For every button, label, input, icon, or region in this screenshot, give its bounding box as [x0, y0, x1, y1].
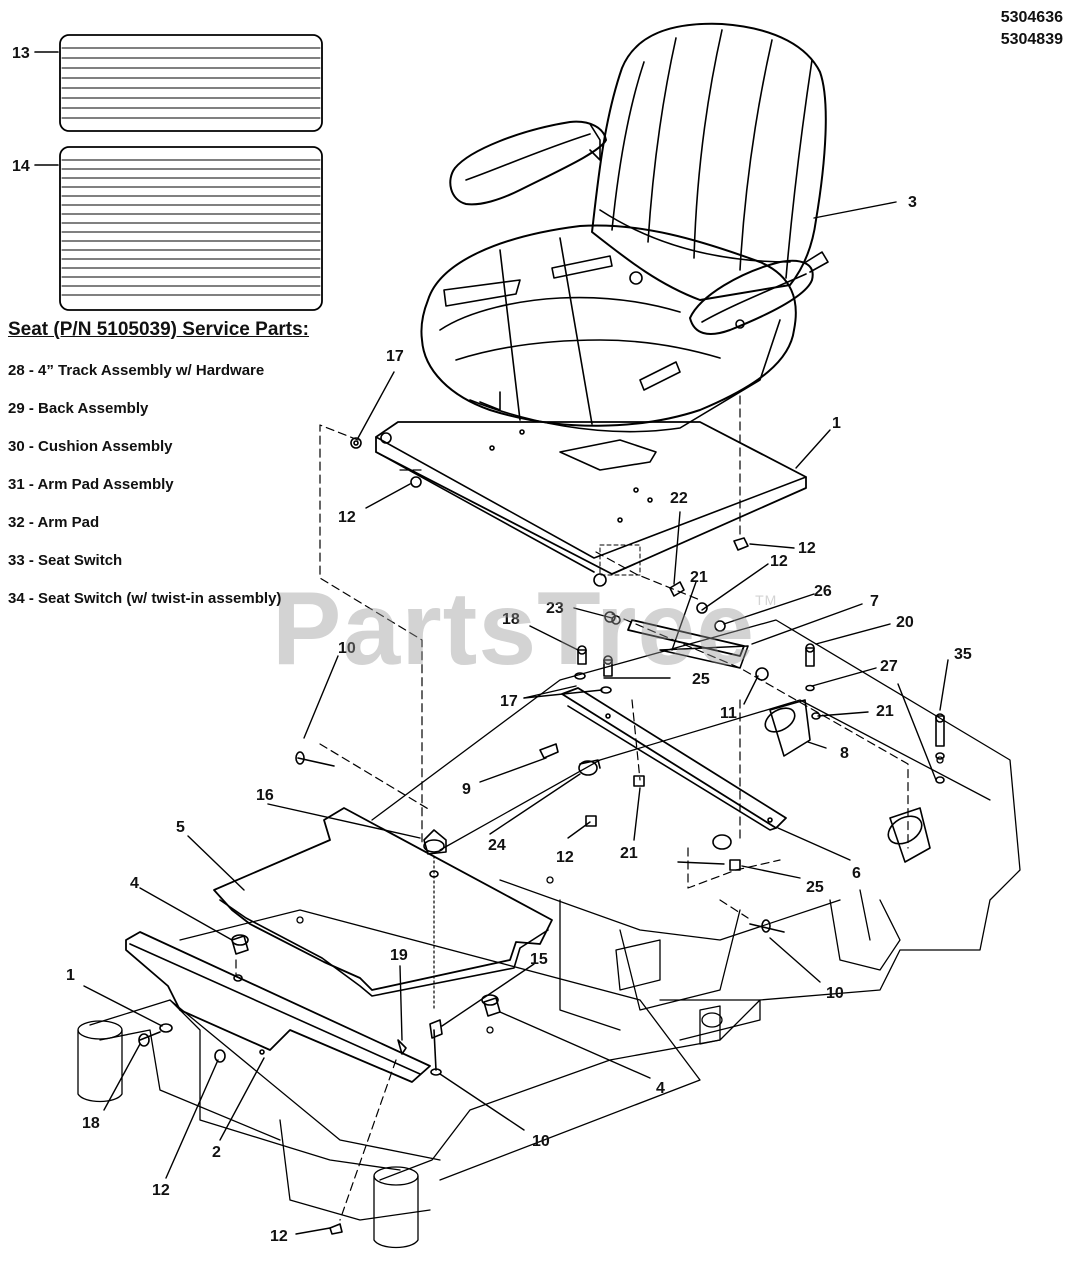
callout-23: 23: [546, 600, 564, 617]
callout-10b: 10: [826, 985, 844, 1002]
callout-7: 7: [870, 593, 879, 610]
service-part-item: 32 - Arm Pad: [8, 514, 100, 531]
hardware: [138, 437, 945, 1235]
callout-21a: 21: [690, 569, 708, 586]
assembly-lines: [235, 395, 909, 1221]
callout-22: 22: [670, 490, 688, 507]
callout-1a: 1: [832, 415, 841, 432]
foot-plate: [213, 807, 553, 997]
callout-6: 6: [852, 865, 861, 882]
callout-27: 27: [880, 658, 898, 675]
leader-lines: [83, 201, 949, 1235]
callout-4a: 4: [130, 875, 139, 892]
callout-35: 35: [954, 646, 972, 663]
callout-5: 5: [176, 819, 185, 836]
callout-24: 24: [488, 837, 506, 854]
callout-12b: 12: [798, 540, 816, 557]
seat-assembly: [420, 22, 829, 433]
callout-12c: 12: [770, 553, 788, 570]
callout-10a: 10: [338, 640, 356, 657]
callout-12f: 12: [270, 1228, 288, 1245]
service-parts-title: Seat (P/N 5105039) Service Parts:: [8, 319, 310, 340]
seat-rail: [561, 687, 787, 831]
callout-25a: 25: [692, 671, 710, 688]
callout-9: 9: [462, 781, 471, 798]
service-part-item: 29 - Back Assembly: [8, 400, 149, 417]
hood-panel: [125, 931, 431, 1083]
callout-4b: 4: [656, 1080, 665, 1097]
callout-12e: 12: [152, 1182, 170, 1199]
callout-13: 13: [12, 45, 30, 62]
callout-26: 26: [814, 583, 832, 600]
decal-14: [34, 146, 323, 311]
bushing-8: [764, 699, 931, 863]
service-part-item: 31 - Arm Pad Assembly: [8, 476, 174, 493]
callout-11: 11: [720, 705, 737, 722]
callout-8: 8: [840, 745, 849, 762]
callout-labels: 13 14 3 17 1 12 22 12 21 12 26 7 23 18 2…: [12, 45, 972, 1245]
callout-19: 19: [390, 947, 408, 964]
callout-21b: 21: [876, 703, 894, 720]
callout-20: 20: [896, 614, 914, 631]
callout-25b: 25: [806, 879, 824, 896]
mower-frame: [77, 619, 1021, 1249]
seat-pan: [375, 421, 807, 587]
callout-1b: 1: [66, 967, 75, 984]
callout-17b: 17: [500, 693, 518, 710]
service-part-item: 28 - 4” Track Assembly w/ Hardware: [8, 362, 265, 379]
part-number-2: 5304839: [1000, 31, 1063, 48]
callout-12d: 12: [556, 849, 574, 866]
service-part-item: 33 - Seat Switch: [8, 552, 123, 569]
callout-18b: 18: [82, 1115, 100, 1132]
callout-10c: 10: [532, 1133, 550, 1150]
callout-18a: 18: [502, 611, 520, 628]
callout-16: 16: [256, 787, 274, 804]
part-number-1: 5304636: [1000, 9, 1063, 26]
callout-2: 2: [212, 1144, 221, 1161]
service-part-item: 34 - Seat Switch (w/ twist-in assembly): [8, 590, 282, 607]
callout-14: 14: [12, 158, 30, 175]
callout-21c: 21: [620, 845, 638, 862]
callout-12a: 12: [338, 509, 356, 526]
callout-15: 15: [530, 951, 548, 968]
decal-13: [34, 34, 323, 132]
callout-3: 3: [908, 194, 917, 211]
service-part-item: 30 - Cushion Assembly: [8, 438, 173, 455]
callout-17a: 17: [386, 348, 404, 365]
